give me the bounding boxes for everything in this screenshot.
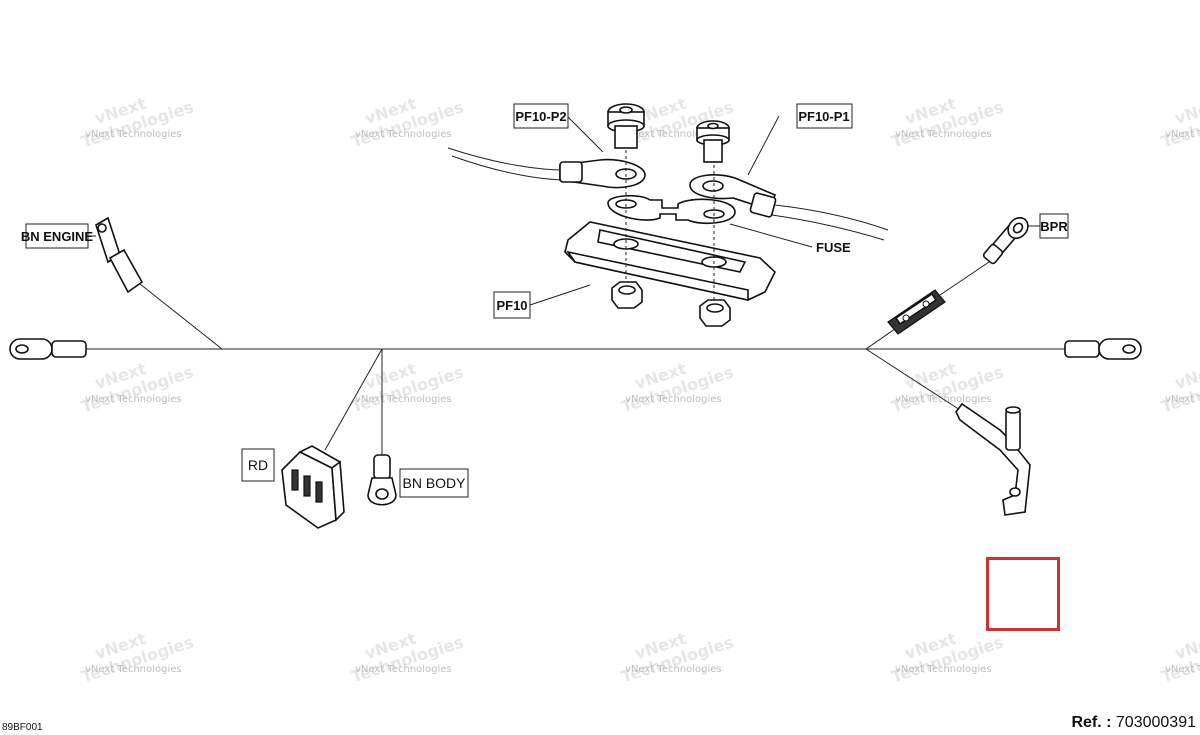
screw-pf10-p2 (607, 103, 645, 149)
svg-text:RD: RD (248, 457, 268, 473)
svg-text:BPR: BPR (1040, 219, 1068, 234)
ring-lug-p2 (559, 158, 646, 189)
watermark-text: vNext Technologies (355, 129, 452, 140)
ring-terminal-left (9, 338, 87, 360)
label-bpr: BPR (1039, 213, 1069, 239)
label-fuse: FUSE (816, 240, 851, 255)
bpr-ring-terminal (982, 216, 1029, 265)
label-rd: RD (241, 448, 275, 482)
ref-label: Ref. : (1071, 714, 1112, 731)
svg-text:PF10-P2: PF10-P2 (515, 109, 566, 124)
svg-text:FUSE: FUSE (816, 240, 851, 255)
label-bn-engine: BN ENGINE (21, 223, 94, 249)
ring-lug-p1 (689, 174, 777, 218)
ring-terminal-right (1064, 338, 1142, 360)
bn-engine-terminal (95, 216, 144, 294)
ground-bracket (955, 402, 1031, 516)
fuse-wires (447, 147, 889, 241)
svg-text:BN BODY: BN BODY (402, 475, 466, 491)
bn-body-terminal (367, 454, 397, 506)
ref-value: 703000391 (1115, 714, 1196, 731)
diagram-code: 89BF001 (2, 722, 43, 733)
harness-wires (85, 115, 1065, 455)
watermark-text: vNext Technologies (625, 664, 722, 675)
nut-left (611, 281, 643, 309)
bpr-inline-fuse (887, 289, 946, 335)
label-pf10: PF10 (493, 291, 531, 319)
label-pf10-p1: PF10-P1 (796, 103, 853, 129)
svg-text:BN ENGINE: BN ENGINE (21, 229, 94, 244)
nut-right (699, 299, 731, 327)
pf10-holder (564, 150, 776, 305)
watermark-text: vNext Technologies (355, 394, 452, 405)
label-bn-body: BN BODY (399, 468, 469, 498)
watermark-text: vNext Technologies (625, 129, 722, 140)
reference-number: Ref. : 703000391 (1071, 714, 1196, 732)
watermark-text: vNext Technologies (1165, 394, 1200, 405)
svg-text:PF10-P1: PF10-P1 (798, 109, 849, 124)
watermark-text: vNext Technologies (85, 394, 182, 405)
watermark-text: vNext Technologies (85, 129, 182, 140)
fuse-element (607, 194, 736, 225)
highlight-box (986, 557, 1060, 631)
watermark-text: vNext Technologies (895, 664, 992, 675)
label-pf10-p2: PF10-P2 (513, 103, 569, 129)
watermark-text: vNext Technologies (355, 664, 452, 675)
watermark-text: vNext Technologies (85, 664, 182, 675)
watermark-text: vNext Technologies (1165, 129, 1200, 140)
watermark-text: vNext Technologies (625, 394, 722, 405)
watermark-text: vNext Technologies (1165, 664, 1200, 675)
watermark-text: vNext Technologies (895, 129, 992, 140)
svg-text:PF10: PF10 (496, 298, 527, 313)
screw-pf10-p1 (696, 120, 730, 163)
rd-connector (281, 445, 345, 529)
